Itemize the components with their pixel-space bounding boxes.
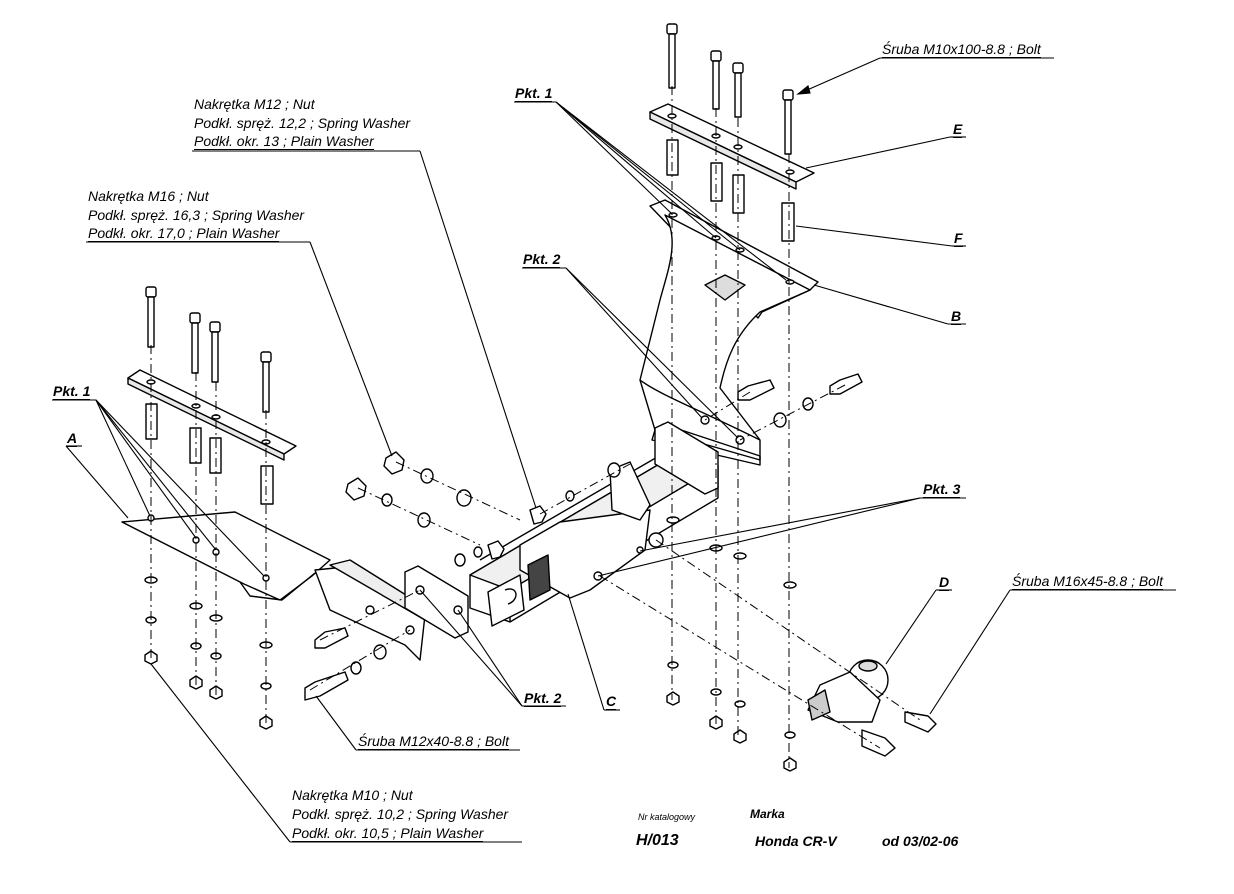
label-bolt-m10x100: Śruba M10x100-8.8 ; Bolt xyxy=(882,41,1041,58)
label-part-c: C xyxy=(606,693,617,710)
label-bolt-m12x40: Śruba M12x40-8.8 ; Bolt xyxy=(358,733,509,750)
bolt-m16x45 xyxy=(861,711,937,757)
label-nut-m10-line1: Nakrętka M10 ; Nut xyxy=(292,787,413,803)
label-pkt2-left: Pkt. 2 xyxy=(524,690,562,707)
label-nut-m12-line1: Nakrętka M12 ; Nut xyxy=(194,96,315,112)
lower-nuts-left xyxy=(144,576,273,730)
label-nut-m16-line2: Podkł. spręż. 16,3 ; Spring Washer xyxy=(88,207,305,223)
date-from: od 03/02-06 xyxy=(882,833,959,849)
crossbar-c xyxy=(404,421,719,639)
catalog-number: H/013 xyxy=(636,832,679,849)
label-part-f: F xyxy=(954,230,963,247)
label-part-b: B xyxy=(951,308,962,325)
label-pkt2-right: Pkt. 2 xyxy=(523,251,561,268)
label-nut-m12-line2: Podkł. spręż. 12,2 ; Spring Washer xyxy=(194,115,411,131)
brand-label: Marka xyxy=(750,807,785,821)
label-pkt3: Pkt. 3 xyxy=(923,481,961,498)
label-nut-m16-line1: Nakrętka M16 ; Nut xyxy=(88,188,209,204)
label-part-e: E xyxy=(953,121,963,138)
leader-lines xyxy=(52,57,1176,843)
catalog-number-label: Nr katalogowy xyxy=(638,812,696,822)
assembly-axis-lines xyxy=(150,86,921,768)
label-part-d: D xyxy=(939,574,950,591)
brand-model: Honda CR-V xyxy=(755,833,837,849)
label-nut-m10-line3: Podkł. okr. 10,5 ; Plain Washer xyxy=(292,825,484,842)
ball-hitch-d xyxy=(807,659,889,723)
label-pkt1-left: Pkt. 1 xyxy=(53,383,91,400)
label-part-a: A xyxy=(67,430,78,447)
label-nut-m12-line3: Podkł. okr. 13 ; Plain Washer xyxy=(194,133,374,150)
plate-top-left xyxy=(127,369,297,461)
label-bolt-m16x45: Śruba M16x45-8.8 ; Bolt xyxy=(1012,573,1163,590)
label-nut-m10-line2: Podkł. spręż. 10,2 ; Spring Washer xyxy=(292,806,509,822)
nuts-washers xyxy=(345,397,814,675)
label-nut-m16-line3: Podkł. okr. 17,0 ; Plain Washer xyxy=(88,225,280,242)
label-pkt1-right: Pkt. 1 xyxy=(515,85,553,102)
bolt-m10-upper-right xyxy=(666,23,794,155)
bracket-a xyxy=(121,511,431,661)
